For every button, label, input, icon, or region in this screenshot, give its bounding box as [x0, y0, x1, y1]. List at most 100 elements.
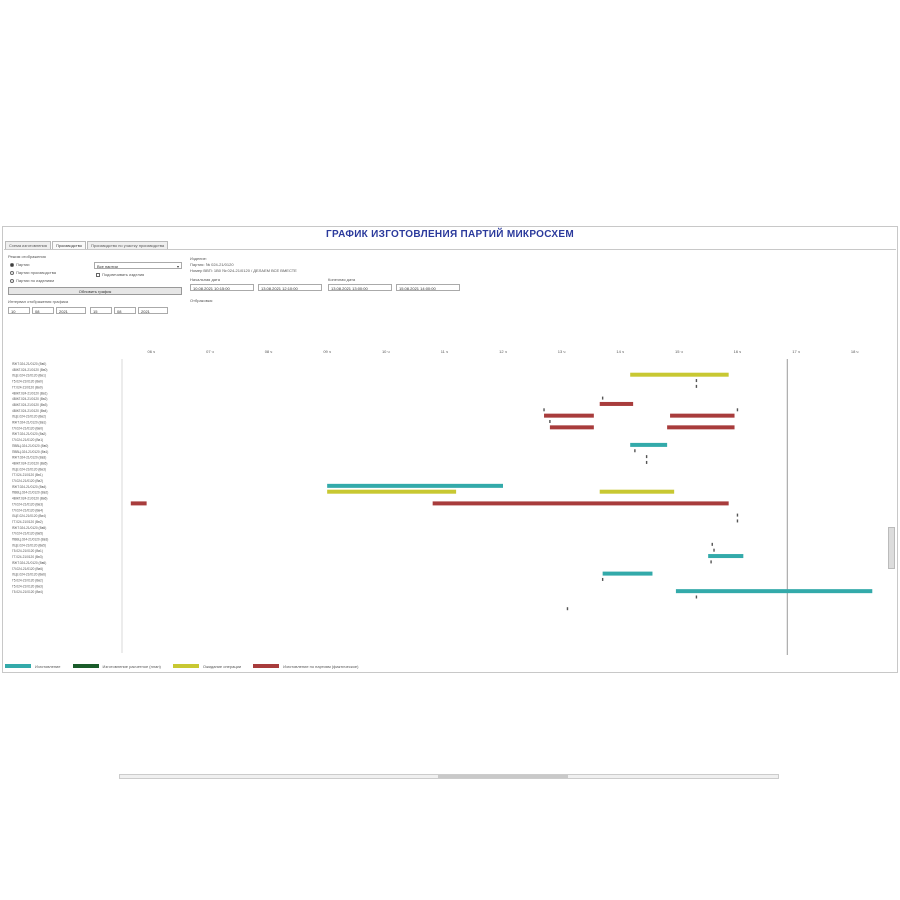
x-tick-label: 07 ч	[206, 349, 214, 354]
row-label: ПВВЦ.024-21/0120 (Вв2)	[12, 491, 48, 495]
legend-swatch	[5, 664, 31, 668]
range-month-to[interactable]: 08	[114, 307, 136, 314]
event-marker	[601, 396, 604, 400]
range-day-to[interactable]: 15	[90, 307, 112, 314]
radio-dot-icon	[10, 278, 14, 283]
event-marker	[713, 548, 715, 552]
row-label: ЛЦЕ.024-21/0120 (Вв5)	[12, 543, 46, 547]
gantt-bar	[630, 372, 729, 377]
gantt-bar	[675, 589, 873, 594]
row-label: ГЛ.024-21/0120 (Вв6)	[12, 567, 43, 571]
start-date-to[interactable]: 13.08.2021 12:10:00	[258, 284, 322, 291]
row-label: ЛЦЕ.024-21/0120 (Вв3)	[12, 467, 46, 471]
event-marker	[695, 379, 698, 383]
tab-bar: Схема изготовления Производство Производ…	[5, 241, 169, 249]
row-label: ЯЖТ.024-21/0120 (Вв1)	[12, 421, 46, 425]
highlight-checkbox[interactable]: Подсвечивать изделия	[96, 272, 144, 277]
x-tick-label: 17 ч	[792, 349, 800, 354]
radio-dot-icon	[10, 262, 14, 267]
x-tick-label: 06 ч	[147, 349, 155, 354]
row-label: ГТ.024-21/0120 (Вв0)	[12, 385, 43, 389]
row-label: Г5.024-21/0120 (Вв3)	[12, 584, 43, 588]
legend-item: Изготовление по партиям (фактическое)	[253, 664, 358, 669]
event-marker	[736, 513, 739, 517]
event-marker	[695, 595, 698, 599]
row-label: 4ВЖГ.024-21/0120 (Вв3)	[12, 403, 48, 407]
row-label: ЛЦЕ.024-21/0120 (Вв6)	[12, 573, 46, 577]
row-label: ПВВЦ.024-21/0120 (Вв3)	[12, 538, 48, 542]
range-month-from[interactable]: 08	[32, 307, 54, 314]
x-tick-label: 12 ч	[499, 349, 507, 354]
gantt-bar	[667, 425, 735, 430]
radio-batches[interactable]: Партии	[10, 262, 30, 267]
row-label: ЯЖТ.024-21/0120 (Вв5)	[12, 526, 46, 530]
event-marker	[736, 519, 739, 523]
tab-production-area[interactable]: Производство по участку производства	[87, 241, 169, 249]
legend-item: Изготовление	[5, 664, 61, 669]
tab-production[interactable]: Производство	[51, 241, 87, 249]
row-label: ГЛ.024-21/0120 (Вв5)	[12, 532, 43, 536]
row-label: ЛЦЕ.024-21/0120 (Вв1)	[12, 374, 46, 378]
range-day-from[interactable]: 10	[8, 307, 30, 314]
x-tick-label: 15 ч	[675, 349, 683, 354]
batch-select[interactable]: Все партии ▾	[94, 262, 182, 269]
end-date-from[interactable]: 13.08.2021 13:00:00	[328, 284, 392, 291]
row-label: ГЛ.024-21/0120 (Вв1)	[12, 438, 43, 442]
row-label: 4ВЖГ.024-21/0120 (Вв6)	[12, 497, 48, 501]
event-marker	[601, 577, 604, 581]
row-label: 4ВЖГ.024-21/0120 (Вв1)	[12, 391, 48, 395]
reject-label: Отбраковка:	[190, 298, 214, 303]
legend-swatch	[72, 664, 99, 668]
app-window: ГРАФИК ИЗГОТОВЛЕНИЯ ПАРТИЙ МИКРОСХЕМ Схе…	[2, 226, 898, 779]
chevron-down-icon: ▾	[176, 264, 179, 269]
row-label: ЯЖТ.024-21/0120 (Вв2)	[12, 432, 46, 436]
range-year-to[interactable]: 2021	[138, 307, 168, 314]
x-tick-label: 09 ч	[323, 349, 331, 354]
row-label: 4ВЖГ.024-21/0120 (Вв0)	[12, 368, 48, 372]
x-tick-label: 16 ч	[734, 349, 742, 354]
gantt-bar	[327, 489, 457, 494]
gantt-bar	[432, 501, 729, 506]
checkbox-icon	[96, 272, 100, 277]
page-title: ГРАФИК ИЗГОТОВЛЕНИЯ ПАРТИЙ МИКРОСХЕМ	[326, 229, 574, 240]
event-marker	[710, 560, 712, 564]
legend-item: Ожидание операции	[172, 664, 241, 669]
row-label: ГТ.024-21/0120 (Вв2)	[12, 520, 43, 524]
control-panel: Режим отображения Партии Партии производ…	[4, 249, 896, 350]
gantt-bar	[708, 554, 744, 559]
x-tick-label: 11 ч	[441, 349, 448, 354]
event-marker	[543, 408, 545, 412]
range-year-from[interactable]: 2021	[56, 307, 86, 314]
vertical-scrollbar[interactable]	[888, 527, 895, 569]
row-label: ПВВЦ.024-21/0120 (Вв0)	[12, 444, 48, 448]
start-date-label: Начальная дата	[190, 277, 220, 282]
radio-production-batches[interactable]: Партии производства	[10, 270, 56, 275]
end-date-to[interactable]: 15.08.2021 14:00:00	[396, 284, 460, 291]
row-label: ГТ.024-21/0120 (Вв3)	[12, 555, 43, 559]
refresh-chart-button[interactable]: Обновить график	[8, 287, 182, 295]
event-marker	[736, 408, 739, 412]
gantt-bar	[327, 483, 503, 488]
gantt-bar	[599, 489, 675, 494]
horizontal-scrollbar[interactable]	[119, 774, 779, 779]
start-date-from[interactable]: 10.08.2021 10:15:00	[190, 284, 254, 291]
radio-dot-icon	[10, 270, 14, 275]
event-marker	[645, 460, 648, 464]
legend-swatch	[253, 664, 280, 668]
horizontal-scroll-thumb[interactable]	[438, 775, 568, 778]
tab-scheme[interactable]: Схема изготовления	[5, 241, 51, 249]
info-product-line: Изделие:	[190, 256, 207, 261]
row-label: Г5.024-21/0120 (Вв4)	[12, 590, 43, 594]
batch-info: Изделие: Партия: № 024-21/0120 Номер ВВП…	[190, 256, 470, 332]
radio-product-batches[interactable]: Партии по изделиям	[10, 278, 54, 283]
row-label: Г5.024-21/0120 (Вв1)	[12, 549, 43, 553]
event-marker	[549, 420, 551, 423]
range-label: Интервал отображения графика	[8, 299, 69, 304]
gantt-bar	[544, 413, 594, 418]
x-tick-label: 18 ч	[851, 349, 859, 354]
row-label: ЯЖТ.024-21/0120 (Вв3)	[12, 456, 46, 460]
info-batch-line: Партия: № 024-21/0120	[190, 262, 234, 267]
row-label: ГЛ.024-21/0120 (Вв2)	[12, 479, 43, 483]
row-label: Г5.024-21/0120 (Вв0)	[12, 380, 43, 384]
